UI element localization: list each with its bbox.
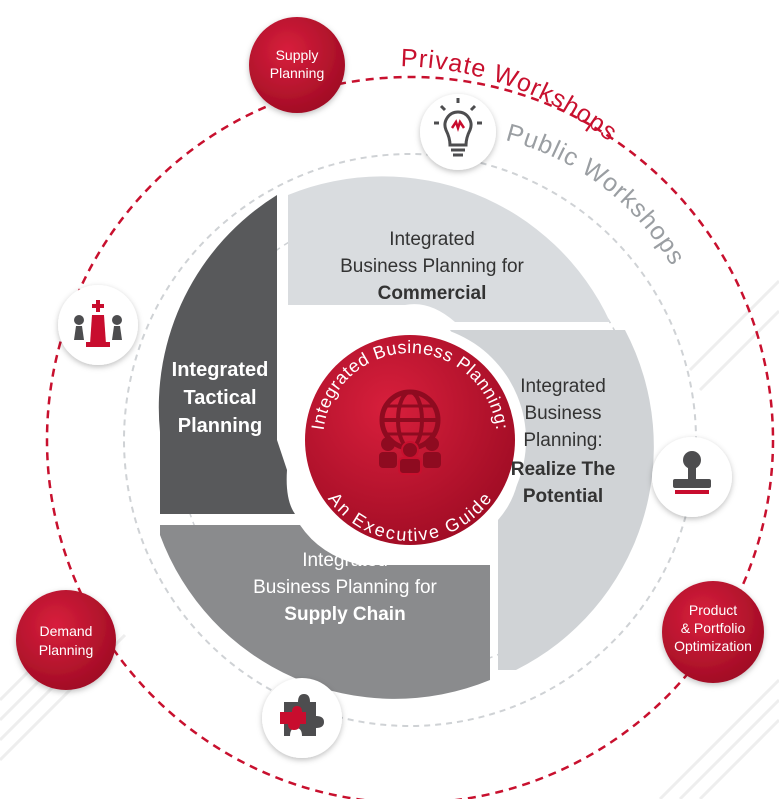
tactical-line-2: Tactical bbox=[184, 387, 257, 409]
product-badge-line-3: Optimization bbox=[674, 638, 752, 654]
potential-bold-1: Realize The bbox=[511, 459, 616, 480]
potential-bold-2: Potential bbox=[523, 486, 603, 507]
globe-people-icon bbox=[379, 389, 441, 475]
potential-line-2: Business bbox=[524, 403, 601, 424]
chess-badge[interactable] bbox=[58, 285, 138, 365]
supply-badge-line-1: Supply bbox=[276, 47, 319, 63]
supply-badge-line-2: Planning bbox=[270, 65, 325, 81]
lightbulb-icon bbox=[434, 98, 482, 157]
demand-badge-line-2: Planning bbox=[39, 642, 94, 658]
commercial-line-1: Integrated bbox=[389, 229, 475, 250]
tactical-line-3: Planning bbox=[178, 415, 262, 437]
puzzle-icon bbox=[280, 694, 324, 736]
product-badge-line-1: Product bbox=[689, 602, 737, 618]
quadrant-potential[interactable] bbox=[450, 330, 654, 670]
tactical-text: Integrated Tactical Planning bbox=[172, 359, 269, 437]
demand-badge-line-1: Demand bbox=[40, 623, 93, 639]
demand-planning-badge[interactable]: Demand Planning bbox=[16, 590, 116, 690]
product-badge-line-2: & Portfolio bbox=[681, 620, 746, 636]
commercial-text: Integrated Business Planning for Commerc… bbox=[340, 229, 524, 304]
puzzle-badge[interactable] bbox=[262, 678, 342, 758]
tactical-line-1: Integrated bbox=[172, 359, 269, 381]
supply-chain-text: Integrated Business Planning for Supply … bbox=[253, 550, 437, 625]
commercial-bold: Commercial bbox=[378, 283, 487, 304]
potential-line-3: Planning: bbox=[523, 430, 602, 451]
potential-line-1: Integrated bbox=[520, 376, 606, 397]
lightbulb-badge[interactable] bbox=[420, 94, 496, 170]
center-badge[interactable] bbox=[305, 335, 515, 545]
supply-chain-line-1: Integrated bbox=[302, 550, 388, 571]
commercial-line-2: Business Planning for bbox=[340, 256, 524, 277]
quadrant-tactical[interactable] bbox=[158, 195, 295, 514]
stamp-icon bbox=[673, 451, 711, 494]
potential-text: Integrated Business Planning: Realize Th… bbox=[511, 376, 616, 507]
stamp-badge[interactable] bbox=[652, 437, 732, 517]
product-portfolio-badge[interactable]: Product & Portfolio Optimization bbox=[662, 581, 764, 683]
quadrant-commercial[interactable] bbox=[288, 176, 610, 322]
quadrant-supply-chain[interactable] bbox=[160, 525, 490, 699]
supply-chain-line-2: Business Planning for bbox=[253, 577, 437, 598]
chess-pieces-icon bbox=[74, 300, 122, 347]
supply-planning-badge[interactable]: Supply Planning bbox=[249, 17, 345, 113]
private-workshops-ring bbox=[45, 75, 775, 799]
supply-chain-bold: Supply Chain bbox=[284, 604, 405, 625]
